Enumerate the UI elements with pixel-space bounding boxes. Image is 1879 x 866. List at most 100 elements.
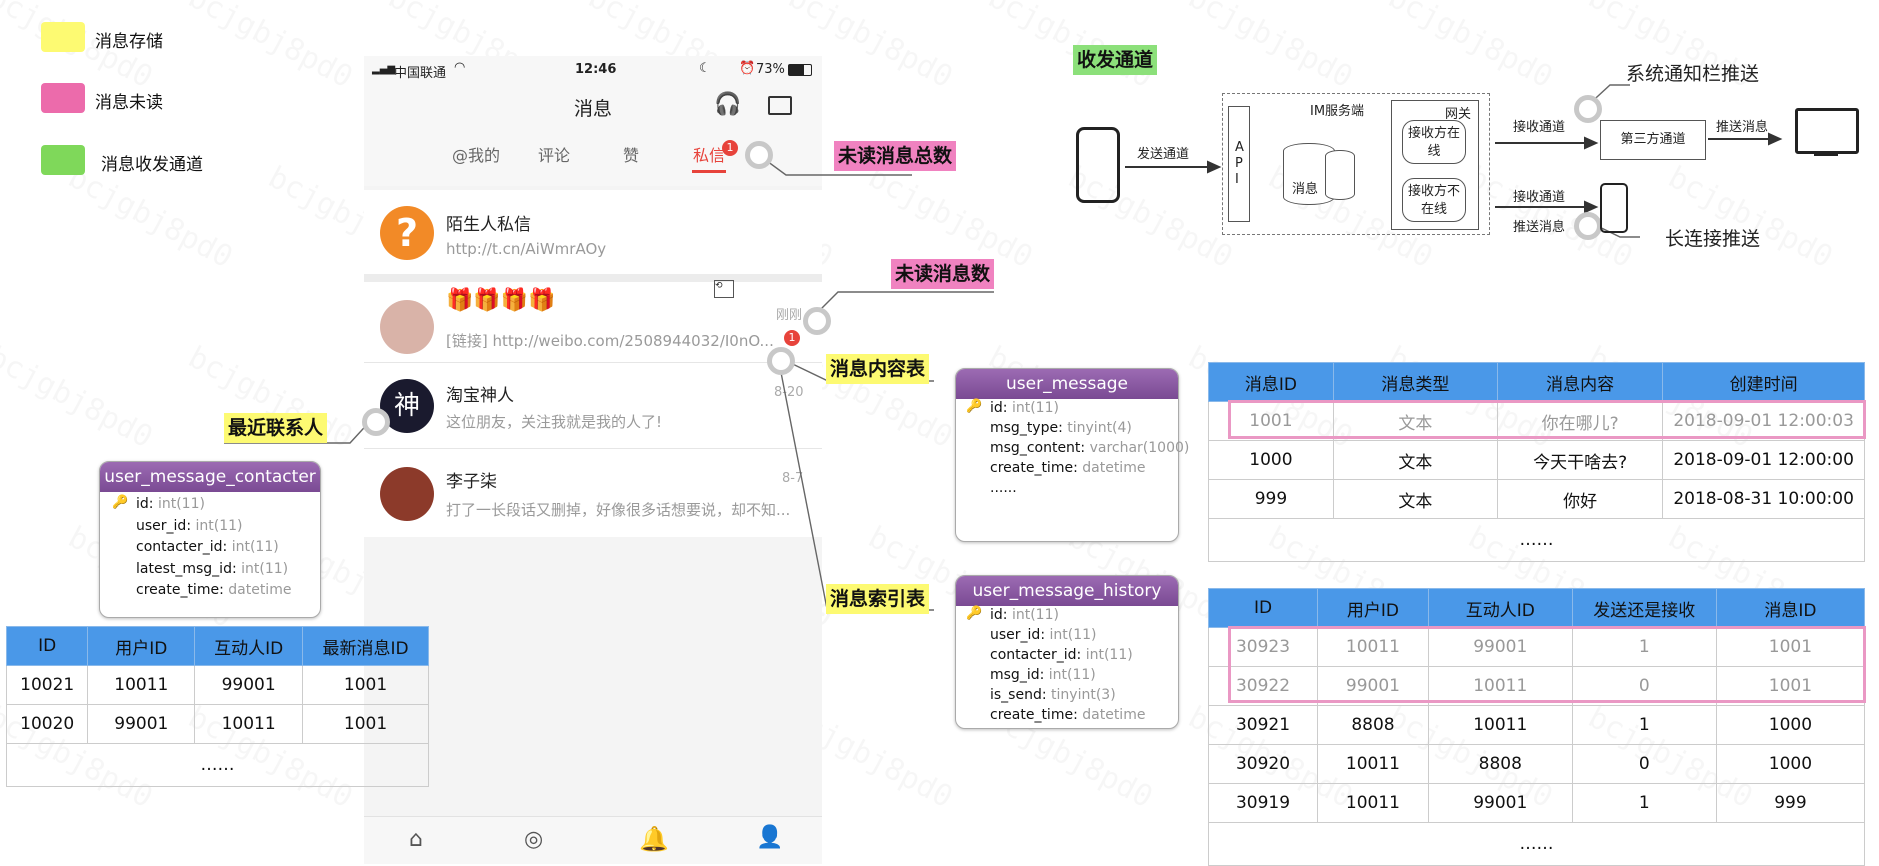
table-cell: 8808 — [1427, 744, 1573, 784]
timestamp: 刚刚 — [776, 308, 803, 323]
column-header: 消息ID — [1715, 588, 1866, 628]
send-channel-label: 发送通道 — [1137, 147, 1190, 162]
er-field: create_time: datetime — [990, 460, 1146, 476]
long-conn-push-label: 长连接推送 — [1665, 228, 1761, 250]
api-label: A P I — [1235, 140, 1244, 187]
tab-active-underline — [692, 170, 726, 173]
list-item[interactable]: 🎁🎁🎁🎁 ⟲ 刚刚 [链接] http://weibo.com/25089440… — [364, 274, 822, 370]
carrier-label: 中国联通 — [394, 66, 447, 81]
list-item[interactable]: 神 淘宝神人 8-20 这位朋友，关注我就是我的人了! — [364, 362, 822, 449]
er-field-name: id — [136, 496, 149, 512]
legend-label-channel: 消息收发通道 — [101, 155, 203, 175]
table-cell: 10011 — [194, 704, 304, 744]
third-party-box: 第三方通道 — [1600, 120, 1706, 160]
er-field-type: int(11) — [241, 560, 289, 577]
callout-channel: 收发通道 — [1073, 45, 1158, 75]
table-cell: 30921 — [1208, 705, 1318, 745]
er-field-type: int(11) — [1011, 607, 1059, 623]
api-box — [1228, 106, 1250, 222]
table-cell: 0 — [1571, 666, 1717, 706]
discover-icon[interactable]: ◎ — [524, 827, 544, 852]
er-field-name: user_id — [990, 627, 1041, 643]
er-field-type: int(11) — [231, 539, 279, 555]
er-field-type: int(11) — [157, 496, 205, 512]
table-cell: 你好 — [1496, 479, 1664, 519]
column-header: 最新消息ID — [302, 626, 429, 666]
er-field-name: id — [990, 607, 1003, 623]
er-field: id: int(11)🔑 — [966, 606, 1059, 623]
profile-icon[interactable]: 👤 — [756, 825, 784, 850]
receiver-online-box: 接收方在线 — [1402, 120, 1466, 164]
gateway-label: 网关 — [1445, 107, 1472, 122]
push-message-label-2: 推送消息 — [1513, 220, 1566, 235]
avatar — [380, 300, 434, 354]
er-field-name: create_time — [990, 460, 1074, 476]
table-cell: 10011 — [1427, 705, 1573, 745]
bell-icon[interactable]: 🔔 — [639, 825, 669, 853]
table-cell: 10011 — [87, 665, 196, 705]
er-field-name: id — [990, 400, 1003, 416]
tab-mentions[interactable]: @我的 — [452, 146, 501, 165]
battery-icon — [788, 64, 812, 76]
table-cell: 10011 — [1317, 744, 1429, 784]
tab-private-messages[interactable]: 私信 — [693, 146, 726, 165]
mail-icon[interactable] — [768, 96, 792, 115]
er-field: is_send: tinyint(3) — [990, 687, 1116, 703]
callout-message-index-table: 消息索引表 — [826, 584, 930, 614]
alarm-icon: ⏰ — [739, 61, 756, 76]
legend-swatch-unread — [41, 83, 85, 113]
table-cell: 0 — [1571, 744, 1717, 784]
receive-channel-label-2: 接收通道 — [1513, 190, 1566, 205]
legend-label-storage: 消息存储 — [95, 32, 163, 52]
unread-badge: 1 — [784, 330, 800, 346]
table-cell: 99001 — [1427, 783, 1573, 823]
emoji-name-sticker: 🎁🎁🎁🎁 — [446, 288, 556, 313]
conversation-preview: http://t.cn/AiWmrAOy — [446, 240, 607, 258]
column-header: ID — [1208, 588, 1318, 628]
er-user-message: user_message — [955, 368, 1179, 542]
column-header: 创建时间 — [1662, 362, 1865, 402]
er-field-name: user_id — [136, 517, 187, 534]
er-field: create_time: datetime — [990, 707, 1146, 723]
phone-sender-icon — [1076, 127, 1120, 203]
er-field-type: int(11) — [1049, 627, 1097, 643]
er-field-type: int(11) — [1011, 400, 1059, 416]
er-field: create_time: datetime — [136, 582, 292, 598]
key-icon: 🔑 — [966, 606, 983, 621]
table-row: …… — [1208, 822, 1865, 866]
er-field-name: latest_msg_id — [136, 560, 232, 577]
table-cell: 文本 — [1332, 401, 1498, 441]
conversation-preview: [链接] http://weibo.com/2508944032/I0nO... — [446, 332, 774, 350]
headset-icon[interactable]: 🎧 — [714, 92, 742, 117]
marker-unread-count — [803, 307, 831, 335]
clock-label: 12:46 — [575, 62, 617, 77]
message-store-label: 消息 — [1292, 182, 1319, 197]
table-cell: 1001 — [302, 704, 429, 744]
er-field: contacter_id: int(11) — [990, 647, 1133, 663]
er-field-type: int(11) — [1085, 647, 1133, 663]
marker-long-conn-push — [1574, 212, 1602, 240]
legend-label-unread: 消息未读 — [95, 93, 163, 113]
key-icon: 🔑 — [112, 495, 129, 510]
er-title: user_message_history — [956, 576, 1178, 606]
tab-comments[interactable]: 评论 — [538, 146, 571, 165]
list-item[interactable]: ? 陌生人私信 http://t.cn/AiWmrAOy — [364, 190, 822, 274]
monitor-stand — [1814, 152, 1838, 156]
tab-likes[interactable]: 赞 — [623, 146, 640, 165]
timestamp: 8-20 — [774, 385, 804, 400]
battery-label: 73% — [756, 62, 785, 77]
table-more: …… — [6, 743, 429, 787]
column-header: 消息ID — [1208, 362, 1334, 402]
table-cell: 1000 — [1715, 744, 1866, 784]
home-icon[interactable]: ⌂ — [409, 827, 423, 852]
er-field: id: int(11)🔑 — [966, 399, 1059, 416]
callout-message-content-table: 消息内容表 — [826, 354, 930, 384]
list-item[interactable]: 李子柒 8-7 打了一长段话又删掉，好像很多话想要说，却不知... — [364, 448, 822, 537]
column-header: 互动人ID — [194, 626, 304, 666]
er-field-type: datetime — [1082, 707, 1146, 723]
er-user-message-contacter: user_message_contacter — [99, 461, 321, 618]
